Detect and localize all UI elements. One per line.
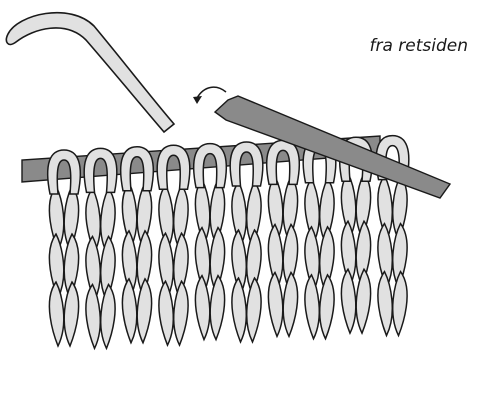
- stitch-leg-left: [268, 272, 282, 336]
- stitch-leg-right: [137, 279, 151, 343]
- stitch-leg-left: [232, 278, 246, 342]
- working-yarn-icon: [6, 13, 174, 132]
- stitch-leg-left: [49, 282, 63, 346]
- stitch-leg-left: [122, 279, 136, 343]
- stitch-leg-right: [320, 275, 334, 339]
- stitch-leg-left: [305, 275, 319, 339]
- stitch-leg-right: [101, 284, 115, 348]
- stitch-leg-right: [393, 272, 407, 336]
- stitch-leg-right: [356, 269, 370, 333]
- view-caption: fra retsiden: [369, 36, 468, 56]
- stitch-leg-left: [195, 276, 209, 340]
- stitch-leg-left: [341, 269, 355, 333]
- stitch-leg-right: [64, 282, 78, 346]
- stitch-leg-right: [210, 276, 224, 340]
- stitch-loop: [267, 140, 300, 184]
- knitted-fabric: [49, 173, 407, 348]
- stitch-leg-right: [283, 272, 297, 336]
- stitch-leg-right: [247, 278, 261, 342]
- stitch-leg-right: [174, 281, 188, 345]
- stitch-leg-left: [159, 281, 173, 345]
- stitch-leg-left: [86, 284, 100, 348]
- curved-arrow-icon: [193, 87, 226, 104]
- stitch-leg-left: [378, 272, 392, 336]
